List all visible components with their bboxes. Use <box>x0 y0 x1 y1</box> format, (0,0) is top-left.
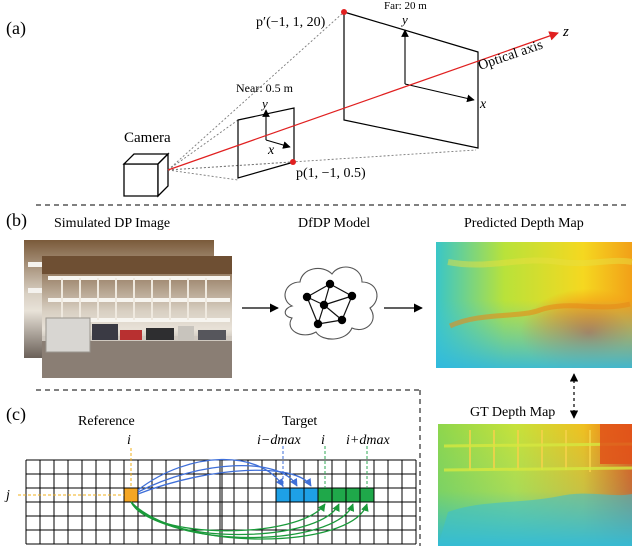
model-title: DfDP Model <box>298 216 370 231</box>
disparity-range-cells <box>275 487 375 503</box>
point-far-label: p′(−1, 1, 20) <box>256 15 326 30</box>
near-axis-y: y <box>260 96 268 111</box>
near-axis-x: x <box>267 143 275 158</box>
target-guides <box>282 446 368 488</box>
point-near-label: p(1, −1, 0.5) <box>296 166 366 181</box>
far-plane <box>343 11 479 149</box>
reference-pixel <box>123 487 139 503</box>
point-near <box>290 159 296 165</box>
camera-label: Camera <box>124 130 171 146</box>
frustum-lines <box>167 11 477 181</box>
predicted-depth-map <box>436 242 633 368</box>
gt-title: GT Depth Map <box>470 405 555 420</box>
far-axis-y: y <box>400 12 408 27</box>
z-axis-label: z <box>562 24 569 40</box>
optical-axis-label: Optical axis <box>476 38 544 74</box>
green-matching-arrows <box>130 501 369 540</box>
separator-bc <box>36 389 421 546</box>
target-mid-label: i <box>321 433 325 448</box>
camera-icon <box>122 152 170 198</box>
near-label: Near: 0.5 m <box>236 81 294 95</box>
model-network-icon <box>284 266 378 340</box>
target-right-label: i+dmax <box>346 433 390 448</box>
optical-axis <box>167 31 559 171</box>
panel-b-label: (b) <box>6 210 27 231</box>
target-left-label: i−dmax <box>257 433 301 448</box>
far-axis-x: x <box>479 97 487 112</box>
ref-col-label: i <box>127 433 131 448</box>
panel-a-label: (a) <box>6 18 26 39</box>
point-far <box>341 9 347 15</box>
dp-image-front <box>42 256 232 378</box>
output-title: Predicted Depth Map <box>464 216 584 231</box>
panel-c-label: (c) <box>6 404 26 425</box>
gt-depth-map <box>438 424 633 546</box>
blue-matching-arrows <box>137 458 312 495</box>
target-title: Target <box>282 414 317 429</box>
far-label: Far: 20 m <box>384 0 427 12</box>
row-label: j <box>4 488 10 503</box>
input-title: Simulated DP Image <box>54 216 170 231</box>
reference-guides <box>18 448 132 496</box>
far-plane-axes <box>401 29 475 103</box>
reference-title: Reference <box>78 414 135 429</box>
